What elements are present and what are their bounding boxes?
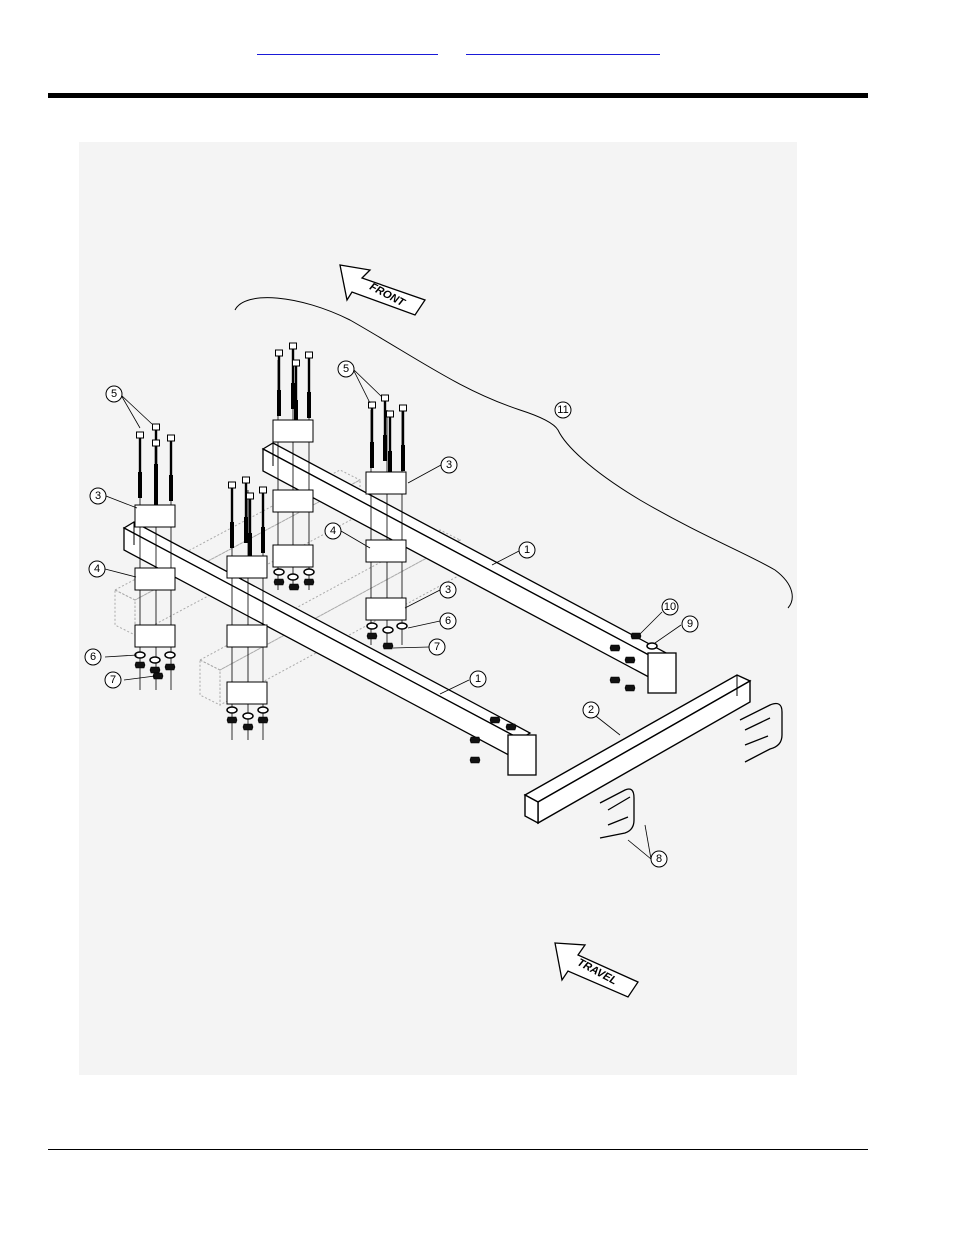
svg-text:1: 1	[524, 544, 530, 556]
svg-text:5: 5	[111, 388, 117, 400]
svg-text:7: 7	[434, 641, 440, 653]
svg-text:6: 6	[90, 651, 96, 663]
callout-4b: 4	[89, 561, 105, 577]
front-arrow: FRONT	[340, 265, 425, 315]
callout-5b: 5	[338, 361, 354, 377]
svg-text:10: 10	[664, 601, 676, 613]
assembly-11-brace	[235, 298, 792, 608]
callout-3b: 3	[441, 457, 457, 473]
svg-text:8: 8	[656, 853, 662, 865]
svg-text:3: 3	[446, 459, 452, 471]
callout-9: 9	[682, 616, 698, 632]
travel-arrow: TRAVEL	[555, 943, 638, 997]
callout-2: 2	[583, 702, 599, 718]
callout-5a: 5	[106, 386, 122, 402]
cross-bar-2	[525, 675, 750, 823]
svg-text:1: 1	[475, 673, 481, 685]
footer-rule	[48, 1149, 868, 1150]
callout-10: 10	[662, 599, 678, 615]
svg-text:2: 2	[588, 704, 594, 716]
callout-3c: 3	[440, 582, 456, 598]
svg-text:9: 9	[687, 618, 693, 630]
callout-7b: 7	[105, 672, 121, 688]
callout-11: 11	[555, 402, 571, 418]
svg-text:3: 3	[95, 490, 101, 502]
callout-1b: 1	[470, 671, 486, 687]
callout-6b: 6	[85, 649, 101, 665]
callout-8: 8	[651, 851, 667, 867]
callout-1a: 1	[519, 542, 535, 558]
callout-6a: 6	[440, 613, 456, 629]
callout-4a: 4	[325, 523, 341, 539]
svg-text:4: 4	[94, 563, 100, 575]
svg-text:3: 3	[445, 584, 451, 596]
svg-text:7: 7	[110, 674, 116, 686]
svg-text:6: 6	[445, 615, 451, 627]
svg-text:4: 4	[330, 525, 336, 537]
callout-7a: 7	[429, 639, 445, 655]
svg-text:11: 11	[557, 404, 568, 416]
svg-text:5: 5	[343, 363, 349, 375]
callout-3a: 3	[90, 488, 106, 504]
